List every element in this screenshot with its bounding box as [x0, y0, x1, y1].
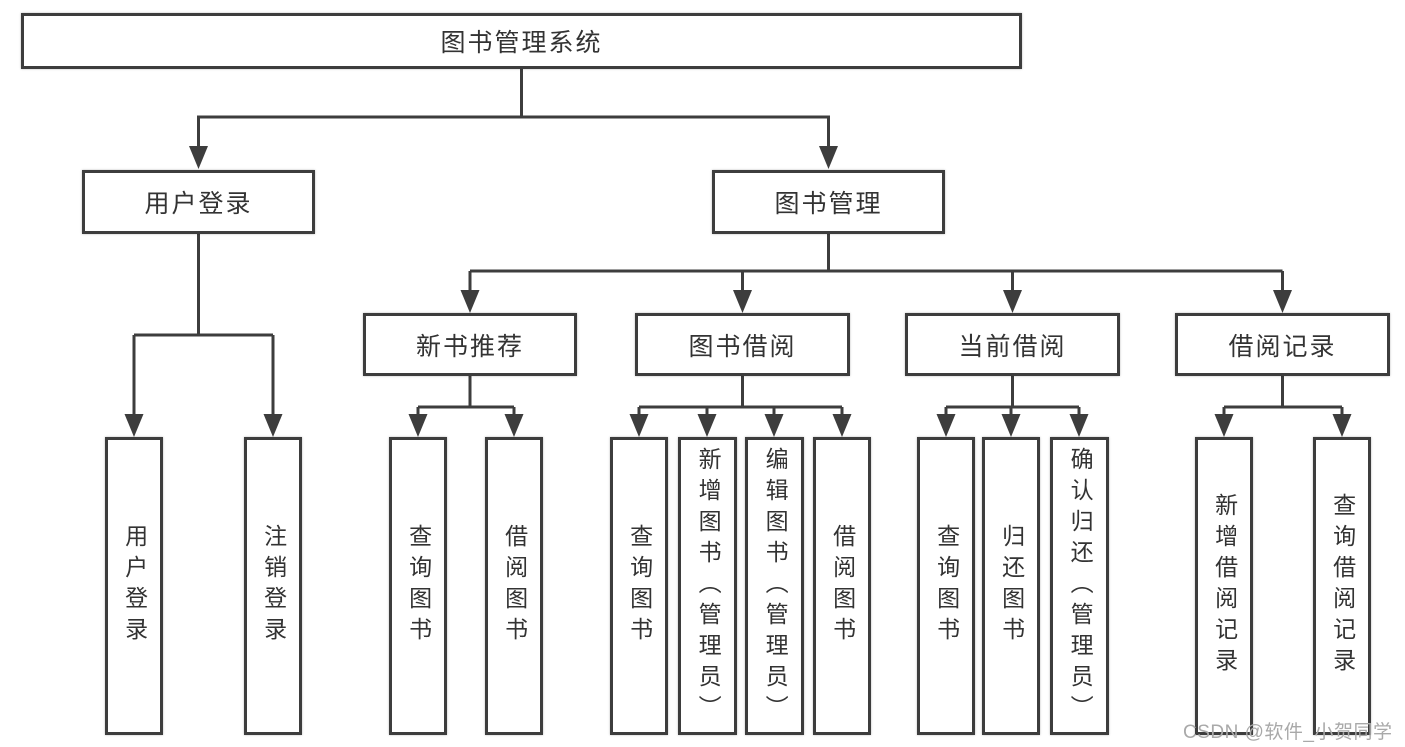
leaf-query-borrow-record: 查询借阅记录	[1313, 437, 1371, 735]
node-book-management: 图书管理	[712, 170, 945, 234]
leaf-borrow-books-label: 借阅图书	[829, 524, 856, 648]
leaf-logout-label: 注销登录	[260, 524, 287, 648]
leaf-query-books-borrow: 查询图书	[610, 437, 668, 735]
csdn-watermark: CSDN @软件_小贺同学	[1183, 722, 1393, 743]
node-borrow-record: 借阅记录	[1175, 313, 1390, 376]
leaf-borrow-books-recommend-label: 借阅图书	[501, 524, 528, 648]
leaf-return-books-label: 归还图书	[998, 524, 1025, 648]
arrowheads	[124, 146, 1352, 437]
leaf-query-books-borrow-label: 查询图书	[626, 524, 653, 648]
leaf-query-books-current-label: 查询图书	[933, 524, 960, 648]
leaf-query-books-recommend-label: 查询图书	[405, 524, 432, 648]
node-root-label: 图书管理系统	[440, 29, 603, 57]
leaf-query-books-current: 查询图书	[917, 437, 975, 735]
leaf-return-books: 归还图书	[982, 437, 1040, 735]
node-current-borrow-label: 当前借阅	[958, 332, 1067, 361]
leaf-user-login: 用户登录	[105, 437, 163, 735]
leaf-user-login-label: 用户登录	[121, 524, 148, 648]
node-book-borrow: 图书借阅	[635, 313, 850, 376]
node-new-book-recommend-label: 新书推荐	[415, 332, 524, 361]
leaf-logout: 注销登录	[244, 437, 302, 735]
leaf-borrow-books-recommend: 借阅图书	[485, 437, 543, 735]
leaf-edit-books-admin: 编辑图书（管理员）	[745, 437, 804, 735]
node-user-login: 用户登录	[82, 170, 315, 234]
leaf-add-books-admin: 新增图书（管理员）	[678, 437, 737, 735]
leaf-confirm-return-admin: 确认归还（管理员）	[1050, 437, 1109, 735]
leaf-query-borrow-record-label: 查询借阅记录	[1329, 493, 1356, 679]
node-user-login-label: 用户登录	[144, 190, 253, 218]
node-borrow-record-label: 借阅记录	[1228, 332, 1337, 361]
leaf-borrow-books: 借阅图书	[813, 437, 871, 735]
leaf-confirm-return-admin-label: 确认归还（管理员）	[1067, 446, 1094, 726]
leaf-add-books-admin-label: 新增图书（管理员）	[695, 446, 722, 726]
node-new-book-recommend: 新书推荐	[363, 313, 577, 376]
leaf-query-books-recommend: 查询图书	[389, 437, 447, 735]
node-book-borrow-label: 图书借阅	[688, 332, 797, 361]
leaf-add-borrow-record: 新增借阅记录	[1195, 437, 1253, 735]
leaf-edit-books-admin-label: 编辑图书（管理员）	[762, 446, 789, 726]
node-current-borrow: 当前借阅	[905, 313, 1120, 376]
node-book-management-label: 图书管理	[774, 190, 883, 218]
node-root-system: 图书管理系统	[21, 13, 1022, 69]
leaf-add-borrow-record-label: 新增借阅记录	[1211, 493, 1238, 679]
